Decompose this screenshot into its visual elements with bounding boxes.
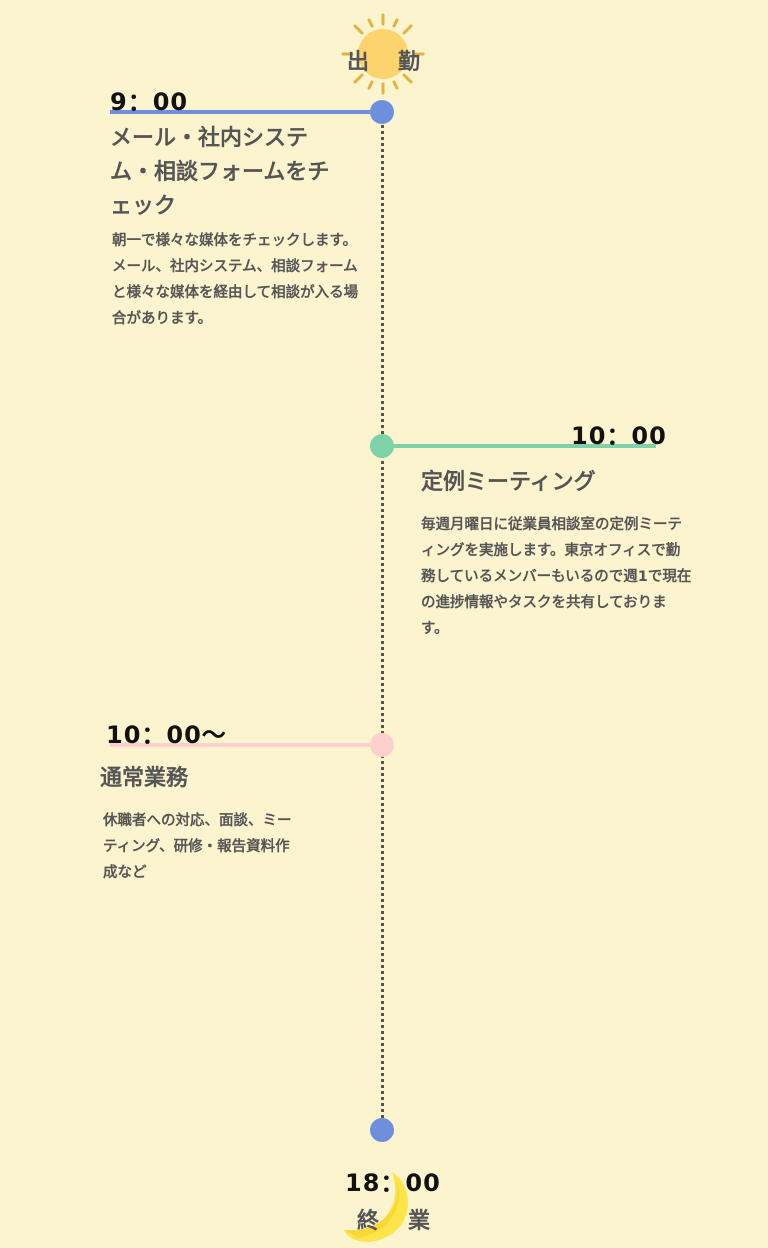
event-3-line	[110, 743, 380, 747]
event-1-line	[110, 110, 380, 114]
event-1-dot	[370, 100, 394, 124]
moon-icon	[344, 1172, 409, 1242]
end-label-left: 終	[357, 1209, 380, 1234]
event-3-time: 10：00〜	[106, 721, 227, 749]
start-label-left: 出	[347, 50, 370, 75]
event-1-desc: 朝一で様々な媒体をチェックします。メール、社内システム、相談フォームと様々な媒体…	[112, 233, 359, 327]
event-2-line	[384, 444, 656, 448]
event-2-desc: 毎週月曜日に従業員相談室の定例ミーティングを実施します。東京オフィスで勤務してい…	[421, 517, 692, 637]
event-1-title: メール・社内システム・相談フォームをチェック	[110, 126, 330, 219]
event-2-time: 10：00	[571, 422, 667, 450]
timeline-line	[381, 112, 384, 1130]
event-3-dot	[370, 733, 394, 757]
sun-icon	[341, 13, 425, 95]
event-2-title: 定例ミーティング	[421, 470, 596, 495]
event-3-title: 通常業務	[100, 766, 189, 791]
event-1-time: 9：00	[110, 88, 189, 116]
end-label-right: 業	[408, 1209, 431, 1234]
event-2-dot	[370, 434, 394, 458]
end-time: 18：00	[345, 1169, 441, 1197]
event-3-desc: 休職者への対応、面談、ミーティング、研修・報告資料作成など	[103, 813, 292, 881]
start-label-right: 勤	[398, 50, 421, 75]
end-dot	[370, 1118, 394, 1142]
